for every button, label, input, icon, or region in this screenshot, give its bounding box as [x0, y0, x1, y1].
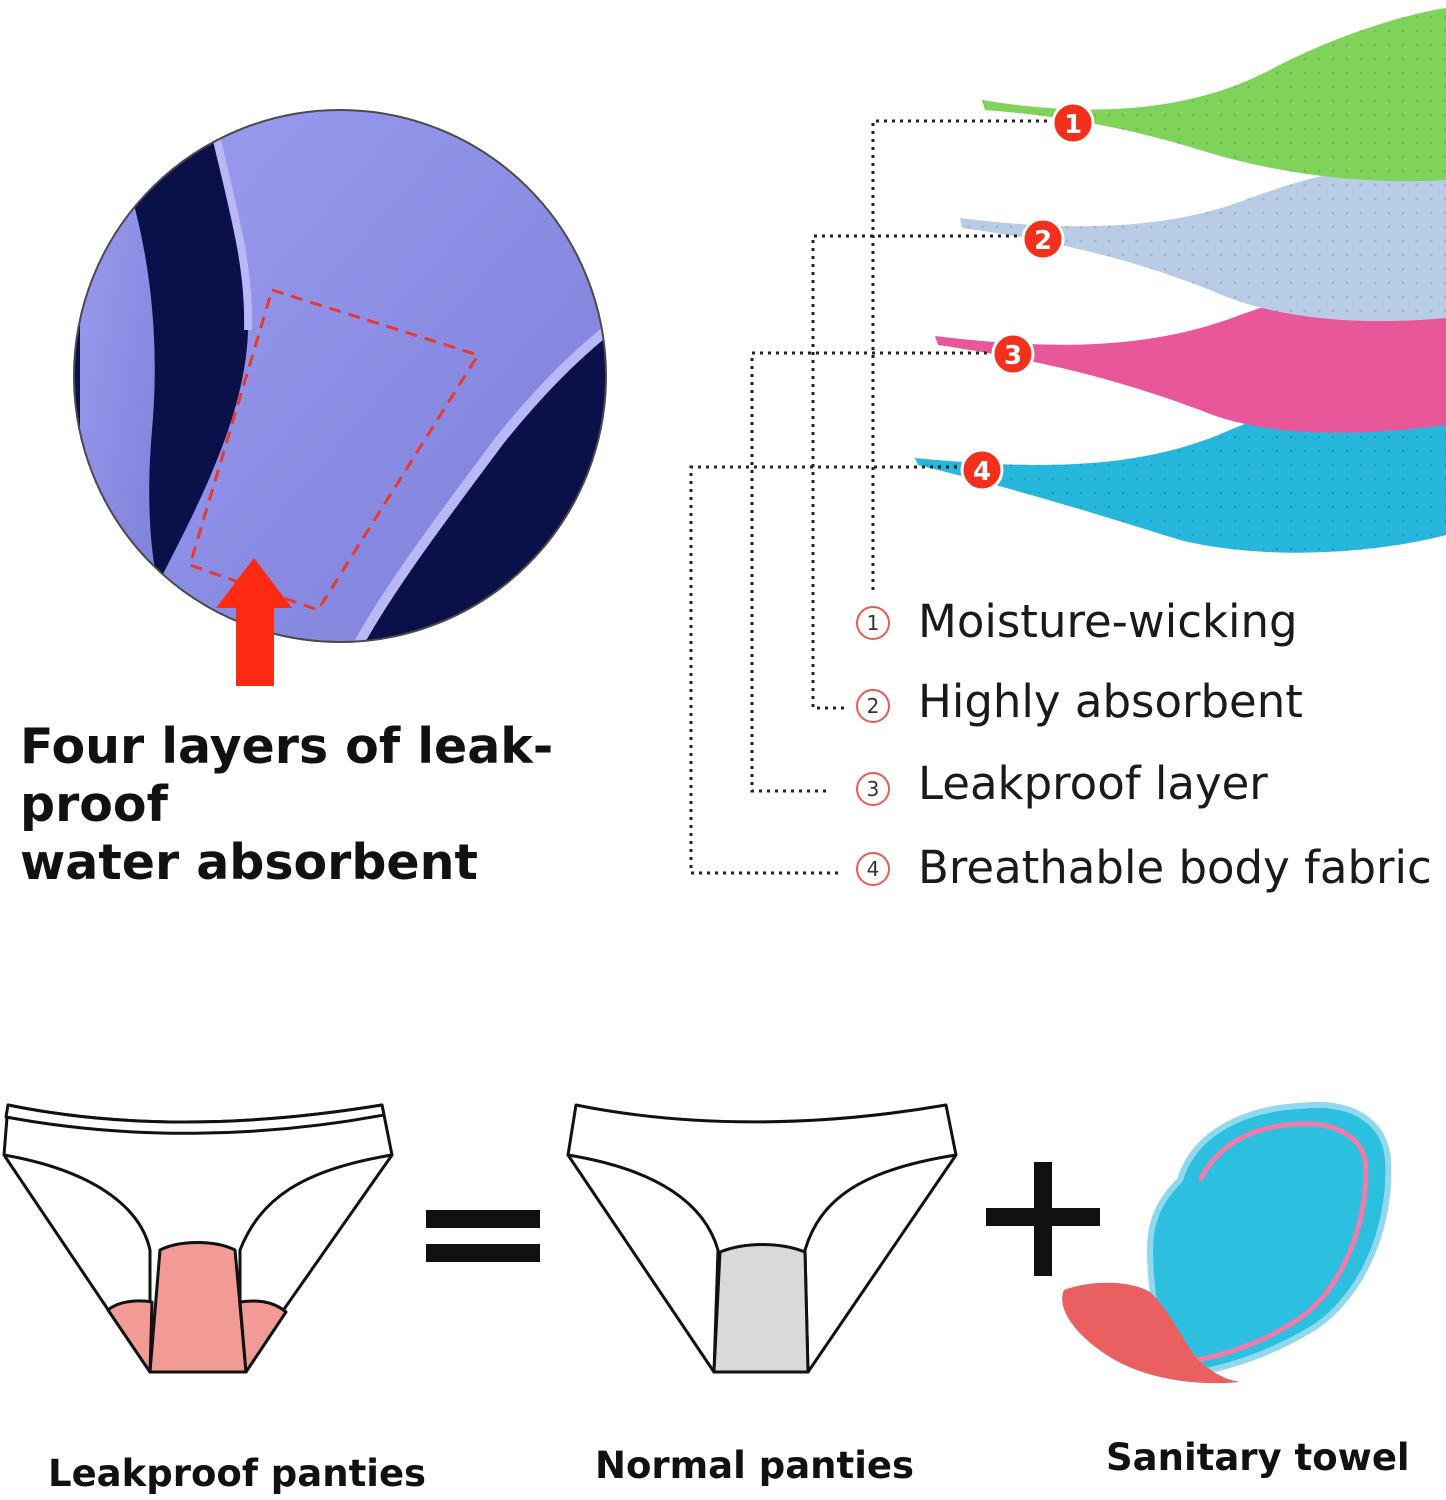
- legend-label-3: Leakproof layer: [918, 757, 1268, 810]
- badge-4: 4: [960, 448, 1004, 492]
- legend-number-2: 2: [856, 689, 890, 723]
- leakproof-panties-illustration: [2, 1103, 394, 1374]
- badge-4-number: 4: [973, 457, 991, 487]
- layer-1-sheet: [982, 8, 1446, 182]
- equals-symbol: [426, 1210, 540, 1262]
- legend-label-1: Moisture-wicking: [918, 595, 1298, 648]
- badge-1: 1: [1051, 101, 1095, 145]
- sanitary-towel-illustration: [1062, 1102, 1392, 1384]
- headline: Four layers of leak-proof water absorben…: [20, 718, 700, 892]
- leader-lines: [689, 119, 1055, 875]
- badge-2-number: 2: [1034, 226, 1052, 256]
- caption-sanitary-towel: Sanitary towel: [1106, 1436, 1410, 1479]
- layer-badges: 1 2 3 4: [960, 101, 1095, 492]
- badge-3: 3: [991, 332, 1035, 376]
- badge-2: 2: [1021, 217, 1065, 261]
- legend-number-3: 3: [856, 772, 890, 806]
- normal-panties-illustration: [566, 1103, 958, 1374]
- headline-line-1: Four layers of leak-proof: [20, 718, 554, 833]
- caption-leakproof-panties: Leakproof panties: [48, 1452, 427, 1495]
- headline-line-2: water absorbent: [20, 834, 478, 891]
- legend-label-4: Breathable body fabric: [918, 841, 1432, 894]
- caption-normal-panties: Normal panties: [595, 1444, 914, 1487]
- legend-number-1: 1: [856, 606, 890, 640]
- badge-3-number: 3: [1004, 341, 1022, 371]
- magnified-gusset-circle: [73, 109, 607, 643]
- plus-symbol: [986, 1162, 1100, 1276]
- badge-1-number: 1: [1064, 110, 1082, 140]
- red-up-arrow-icon: [216, 558, 292, 686]
- layer-2-sheet: [960, 156, 1446, 322]
- legend-number-4: 4: [856, 852, 890, 886]
- legend-label-2: Highly absorbent: [918, 675, 1303, 728]
- layer-stack: [915, 8, 1446, 553]
